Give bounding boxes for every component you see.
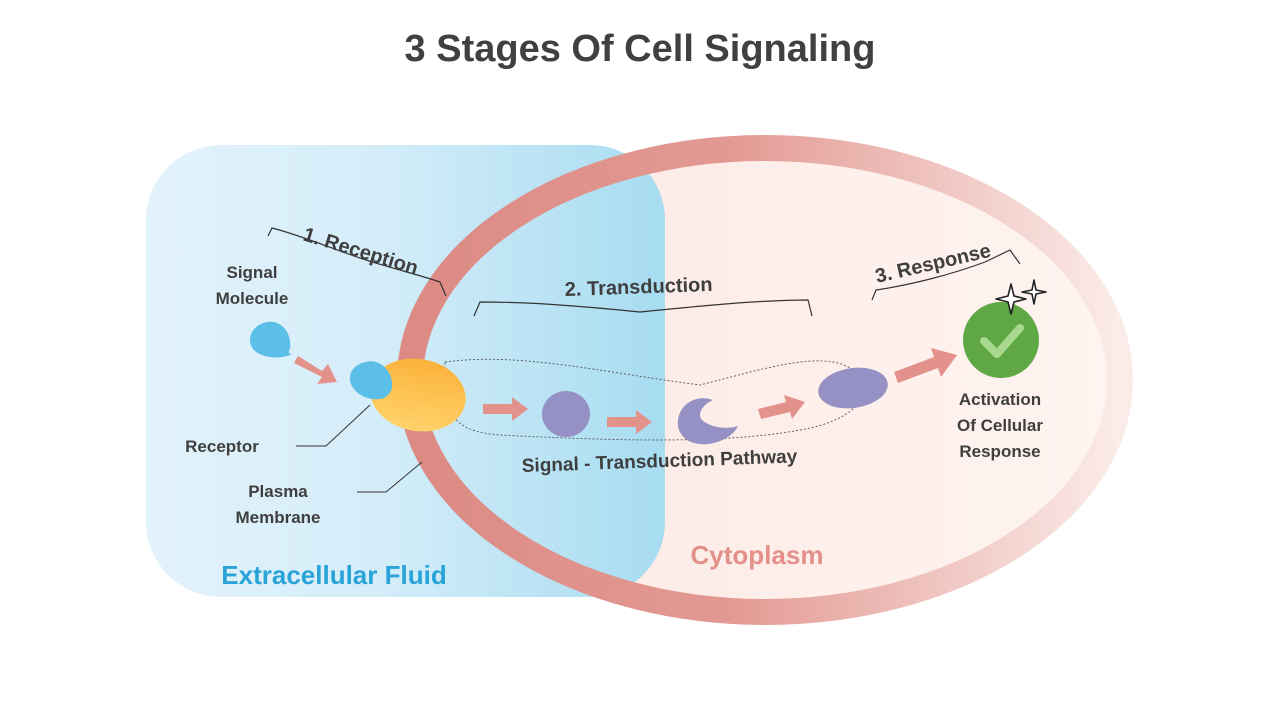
- receptor-shape: [370, 358, 466, 432]
- relay-molecule-2: [677, 398, 738, 445]
- bound-signal-molecule: [349, 361, 393, 400]
- check-icon: [963, 302, 1039, 378]
- signal-molecule-label-line1: Signal: [226, 263, 278, 282]
- activation-label-line3: Response: [959, 442, 1041, 461]
- activation-label-line2: Of Cellular: [957, 416, 1043, 435]
- arrow-relay3-to-response: [894, 348, 957, 383]
- reception-bracket: [267, 227, 447, 297]
- receptor-leader: [296, 404, 371, 447]
- receptor-label: Receptor: [185, 437, 259, 456]
- relay-molecule-3: [818, 367, 888, 409]
- relay-molecule-1: [542, 391, 590, 437]
- arrow-relay1-to-relay2: [607, 410, 652, 434]
- arrow-receptor-to-relay1: [483, 397, 528, 421]
- plasma-membrane-label-line2: Membrane: [235, 508, 321, 527]
- sparkle-icon: [995, 279, 1047, 315]
- activation-label-line1: Activation: [958, 390, 1042, 409]
- stage-transduction-label: 2. Transduction: [564, 274, 712, 301]
- arrow-relay2-to-relay3: [758, 395, 805, 419]
- signal-molecule-label-line2: Molecule: [215, 289, 289, 308]
- pathway-arrows: [294, 348, 957, 434]
- activation-label: Activation Of Cellular Response: [935, 387, 1065, 465]
- plasma-membrane-label: Plasma Membrane: [218, 479, 338, 531]
- arrow-signal-to-receptor: [294, 356, 337, 384]
- membrane-leader: [357, 461, 423, 493]
- response-bracket: [871, 249, 1021, 301]
- signal-molecule-label: Signal Molecule: [196, 260, 308, 312]
- plasma-membrane-label-line1: Plasma: [248, 482, 308, 501]
- extracellular-fluid-label: Extracellular Fluid: [221, 560, 447, 590]
- signal-molecule-shape: [250, 321, 292, 358]
- check-mark: [980, 324, 1024, 358]
- page-title: 3 Stages Of Cell Signaling: [404, 28, 876, 70]
- transduction-bracket: [473, 299, 813, 317]
- cytoplasm-label: Cytoplasm: [690, 540, 824, 570]
